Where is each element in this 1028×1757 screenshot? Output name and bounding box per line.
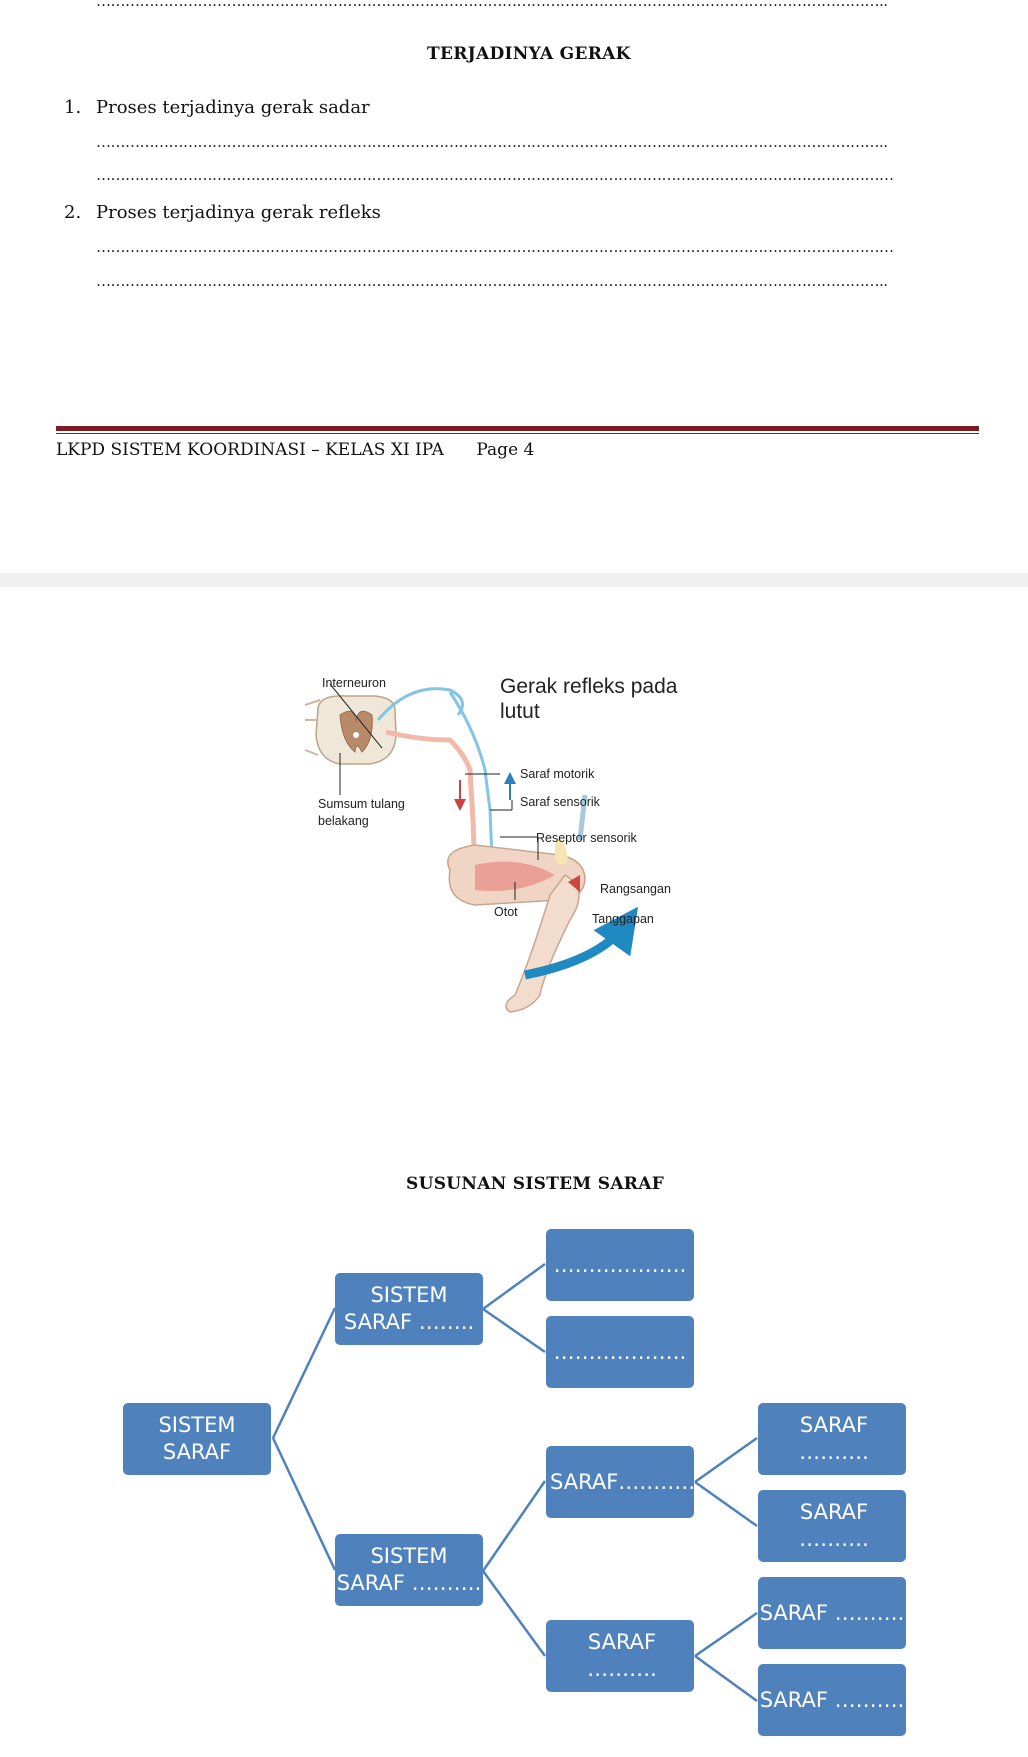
node-blank-a2: ………………. — [546, 1316, 694, 1388]
tree-connectors — [271, 1262, 758, 1703]
node-label: SARAF ………. — [587, 1630, 657, 1681]
label-tanggapan: Tanggapan — [592, 912, 654, 926]
section-title-terjadinya-gerak: TERJADINYA GERAK — [427, 44, 631, 64]
label-interneuron: Interneuron — [322, 676, 386, 690]
question-text: Proses terjadinya gerak refleks — [96, 202, 381, 223]
footer-rule-thin — [56, 433, 979, 434]
node-blank-a1: ………………. — [546, 1229, 694, 1301]
label-otot: Otot — [494, 905, 518, 919]
label-sumsum: Sumsum tulang belakang — [318, 796, 405, 830]
node-line1: SISTEM — [370, 1544, 448, 1568]
footer-title: LKPD SISTEM KOORDINASI – KELAS XI IPA — [56, 440, 444, 460]
leg-illustration — [447, 794, 639, 1013]
node-line2: SARAF …….. — [343, 1310, 475, 1334]
node-label: SARAF ………. — [759, 1687, 905, 1712]
node-sistem-saraf: SISTEM SARAF — [123, 1403, 271, 1475]
label-rangsangan: Rangsangan — [600, 882, 671, 896]
label-reseptor-sensorik: Reseptor sensorik — [536, 831, 637, 845]
motor-nerve-path — [385, 729, 478, 876]
node-line2: SARAF — [162, 1440, 232, 1464]
page-gap — [0, 573, 1028, 587]
node-label: ………………. — [553, 1252, 687, 1277]
node-saraf-b2a: SARAF ………. — [758, 1577, 906, 1649]
answer-line: …………………………………………………………………………………………………………… — [96, 0, 888, 10]
label-saraf-sensorik: Saraf sensorik — [520, 795, 600, 809]
question-number: 2. — [64, 202, 82, 223]
question-number: 1. — [64, 97, 82, 118]
node-label: SARAF………… — [550, 1469, 703, 1494]
node-label: SARAF ………. — [799, 1500, 869, 1551]
answer-line: …………………………………………………………………………………………………………… — [96, 238, 894, 256]
label-saraf-motorik: Saraf motorik — [520, 767, 595, 781]
answer-line: …………………………………………………………………………………………………………… — [96, 166, 894, 184]
footer-rule — [56, 426, 979, 431]
reflex-figure: Gerak refleks pada lutut Interneuron Sum… — [300, 660, 740, 1020]
node-label: ………………. — [553, 1339, 687, 1364]
label-sumsum-line2: belakang — [318, 814, 369, 828]
figure-title: Gerak refleks pada lutut — [500, 674, 677, 724]
reflex-illustration — [304, 683, 639, 1013]
figure-title-line2: lutut — [500, 700, 540, 723]
node-label: SARAF ………. — [759, 1600, 905, 1625]
footer: LKPD SISTEM KOORDINASI – KELAS XI IPA Pa… — [56, 440, 534, 460]
figure-title-line1: Gerak refleks pada — [500, 675, 678, 698]
label-sumsum-line1: Sumsum tulang — [318, 797, 405, 811]
answer-line: …………………………………………………………………………………………………………… — [96, 133, 888, 151]
node-line2: SARAF ………. — [336, 1571, 482, 1595]
node-line1: SISTEM — [370, 1283, 448, 1307]
answer-line: …………………………………………………………………………………………………………… — [96, 272, 888, 290]
node-sistem-saraf-b: SISTEM SARAF ………. — [335, 1534, 483, 1606]
node-saraf-b2: SARAF ………. — [546, 1620, 694, 1692]
sensory-nerve-path — [376, 687, 464, 721]
node-saraf-b1a: SARAF ………. — [758, 1403, 906, 1475]
question-text: Proses terjadinya gerak sadar — [96, 97, 370, 118]
section-title-susunan-sistem-saraf: SUSUNAN SISTEM SARAF — [406, 1174, 665, 1194]
page-number: Page 4 — [476, 440, 535, 460]
node-sistem-saraf-a: SISTEM SARAF …….. — [335, 1273, 483, 1345]
node-saraf-b1b: SARAF ………. — [758, 1490, 906, 1562]
spinal-cord-illustration — [304, 695, 397, 765]
node-label: SARAF ………. — [799, 1413, 869, 1464]
node-saraf-b1: SARAF………… — [546, 1446, 702, 1518]
node-line1: SISTEM — [158, 1413, 236, 1437]
node-saraf-b2b: SARAF ………. — [758, 1664, 906, 1736]
